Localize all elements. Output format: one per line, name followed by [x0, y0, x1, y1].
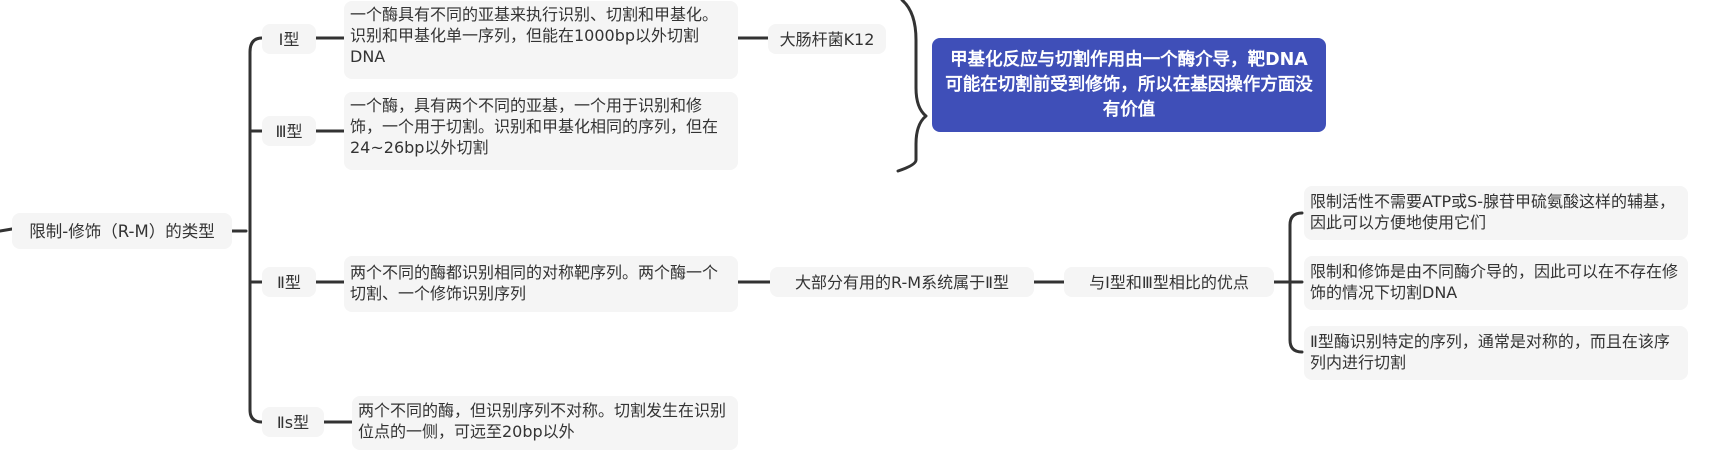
type-1-desc-text: 一个酶具有不同的亚基来执行识别、切割和甲基化。识别和甲基化单一序列，但能在100… [350, 5, 719, 66]
type-2-desc[interactable]: 两个不同的酶都识别相同的对称靶序列。两个酶一个切割、一个修饰识别序列 [344, 256, 738, 312]
advantage-item-3-text: Ⅱ型酶识别特定的序列，通常是对称的，而且在该序列内进行切割 [1310, 332, 1670, 372]
type-3-label: Ⅲ型 [275, 121, 303, 141]
type-2s-label: Ⅱs型 [276, 412, 310, 432]
type-1-example-text: 大肠杆菌K12 [779, 29, 875, 49]
type-1-desc[interactable]: 一个酶具有不同的亚基来执行识别、切割和甲基化。识别和甲基化单一序列，但能在100… [344, 1, 738, 79]
advantage-item-2[interactable]: 限制和修饰是由不同酶介导的，因此可以在不存在修饰的情况下切割DNA [1304, 256, 1688, 310]
advantages-label: 与Ⅰ型和Ⅲ型相比的优点 [1089, 272, 1249, 292]
type-2s-desc[interactable]: 两个不同的酶，但识别序列不对称。切割发生在识别位点的一侧，可远至20bp以外 [352, 396, 738, 450]
advantage-item-2-text: 限制和修饰是由不同酶介导的，因此可以在不存在修饰的情况下切割DNA [1310, 262, 1679, 302]
type-2-node[interactable]: Ⅱ型 [262, 267, 316, 297]
type-1-example[interactable]: 大肠杆菌K12 [768, 24, 886, 54]
type-2-desc-text: 两个不同的酶都识别相同的对称靶序列。两个酶一个切割、一个修饰识别序列 [350, 263, 719, 303]
type-2s-desc-text: 两个不同的酶，但识别序列不对称。切割发生在识别位点的一侧，可远至20bp以外 [358, 401, 727, 441]
type-1-node[interactable]: Ⅰ型 [262, 24, 316, 54]
type-2-note-text: 大部分有用的R-M系统属于Ⅱ型 [795, 272, 1009, 292]
root-node[interactable]: 限制-修饰（R-M）的类型 [12, 213, 232, 249]
advantage-item-3[interactable]: Ⅱ型酶识别特定的序列，通常是对称的，而且在该序列内进行切割 [1304, 326, 1688, 380]
root-label: 限制-修饰（R-M）的类型 [29, 221, 215, 241]
summary-node[interactable]: 甲基化反应与切割作用由一个酶介导，靶DNA可能在切割前受到修饰，所以在基因操作方… [932, 38, 1326, 132]
root-left-stub [0, 227, 14, 233]
summary-text: 甲基化反应与切割作用由一个酶介导，靶DNA可能在切割前受到修饰，所以在基因操作方… [945, 49, 1313, 120]
type-2-label: Ⅱ型 [277, 272, 301, 292]
type-2-note[interactable]: 大部分有用的R-M系统属于Ⅱ型 [770, 267, 1034, 297]
summary-brace [896, 0, 928, 173]
type-3-desc[interactable]: 一个酶，具有两个不同的亚基，一个用于识别和修饰，一个用于切割。识别和甲基化相同的… [344, 92, 738, 170]
advantage-item-1-text: 限制活性不需要ATP或S-腺苷甲硫氨酸这样的辅基，因此可以方便地使用它们 [1310, 192, 1676, 232]
type-1-label: Ⅰ型 [278, 29, 300, 49]
type-2s-node[interactable]: Ⅱs型 [262, 407, 324, 437]
advantages-node[interactable]: 与Ⅰ型和Ⅲ型相比的优点 [1064, 267, 1274, 297]
advantage-item-1[interactable]: 限制活性不需要ATP或S-腺苷甲硫氨酸这样的辅基，因此可以方便地使用它们 [1304, 186, 1688, 240]
type-3-node[interactable]: Ⅲ型 [262, 116, 316, 146]
types-bracket [248, 36, 264, 424]
type-3-desc-text: 一个酶，具有两个不同的亚基，一个用于识别和修饰，一个用于切割。识别和甲基化相同的… [350, 96, 719, 157]
